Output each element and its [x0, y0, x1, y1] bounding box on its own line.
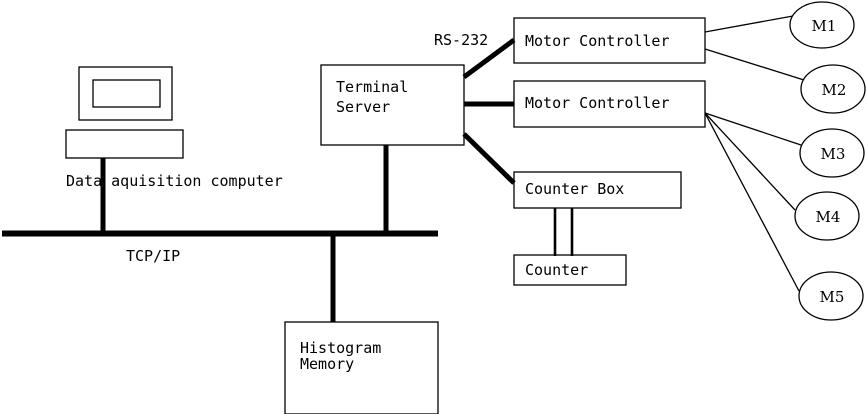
computer-label: Data aquisition computer [66, 172, 283, 190]
motor-3-label: M3 [821, 145, 846, 163]
motor-4-label: M4 [816, 208, 841, 226]
terminal-server-to-motor-controller-1-link [462, 37, 516, 80]
terminal-server-label-line2: Server [336, 98, 390, 116]
histogram-memory-box [284, 321, 439, 414]
histogram-memory-label-line1: Histogram [300, 339, 381, 357]
motor-5-ellipse [798, 271, 864, 321]
counter-box [513, 254, 627, 286]
computer-base-unit [65, 129, 184, 159]
tcpip-bus-label: TCP/IP [126, 247, 180, 265]
motor-2-label: M2 [822, 81, 847, 99]
motor-1-label: M1 [812, 17, 837, 35]
motor-controller-2-label: Motor Controller [525, 94, 670, 112]
terminal-server-label-line1: Terminal [336, 78, 408, 96]
terminal-server-to-counter-box-link [462, 132, 516, 185]
counter-box-box [513, 171, 682, 209]
motor-3-ellipse [799, 128, 865, 178]
motor-1-ellipse [789, 1, 855, 49]
motor-controller-2-to-motor-3-link [704, 112, 802, 146]
motor-controller-1-to-motor-1-link [704, 15, 794, 33]
motor-5-label: M5 [820, 288, 845, 306]
motor-2-ellipse [800, 64, 866, 114]
motor-controller-1-to-motor-2-link [704, 48, 805, 81]
motor-controller-1-box [513, 17, 706, 64]
motor-controller-1-label: Motor Controller [525, 32, 670, 50]
motor-4-ellipse [794, 191, 860, 241]
terminal-server-box [320, 64, 465, 146]
rs232-label: RS-232 [434, 31, 488, 49]
computer-monitor-screen [92, 79, 161, 108]
counter-label: Counter [525, 261, 588, 279]
motor-controller-2-to-motor-5-link [704, 112, 800, 292]
counter-box-label: Counter Box [525, 180, 624, 198]
histogram-memory-label-line2: Memory [300, 355, 354, 373]
motor-controller-2-to-motor-4-link [704, 112, 796, 211]
